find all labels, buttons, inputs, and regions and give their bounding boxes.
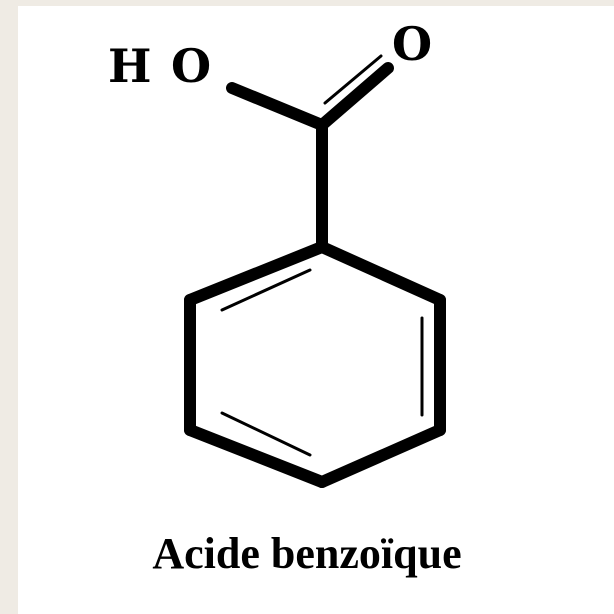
compound-name-caption: Acide benzoïque — [152, 529, 462, 578]
hydroxyl-o-label: O — [171, 39, 211, 93]
ring-bond-bottom-right — [316, 424, 446, 488]
ring-inner-bond-top — [220, 268, 312, 312]
diagram-panel — [18, 6, 614, 614]
c-o-double-bond-inner — [323, 54, 383, 105]
ring-bond-bottom-left — [184, 424, 328, 488]
c-o-double-bond-outer — [316, 62, 394, 131]
c-oh-bond — [226, 82, 328, 131]
ring-bond-top-right — [316, 241, 446, 306]
hydroxyl-h-label: H — [108, 39, 151, 93]
carbonyl-o-label: O — [392, 17, 432, 71]
ring-inner-bond-bottom — [220, 411, 312, 457]
ring-bond-top-left — [184, 241, 328, 306]
